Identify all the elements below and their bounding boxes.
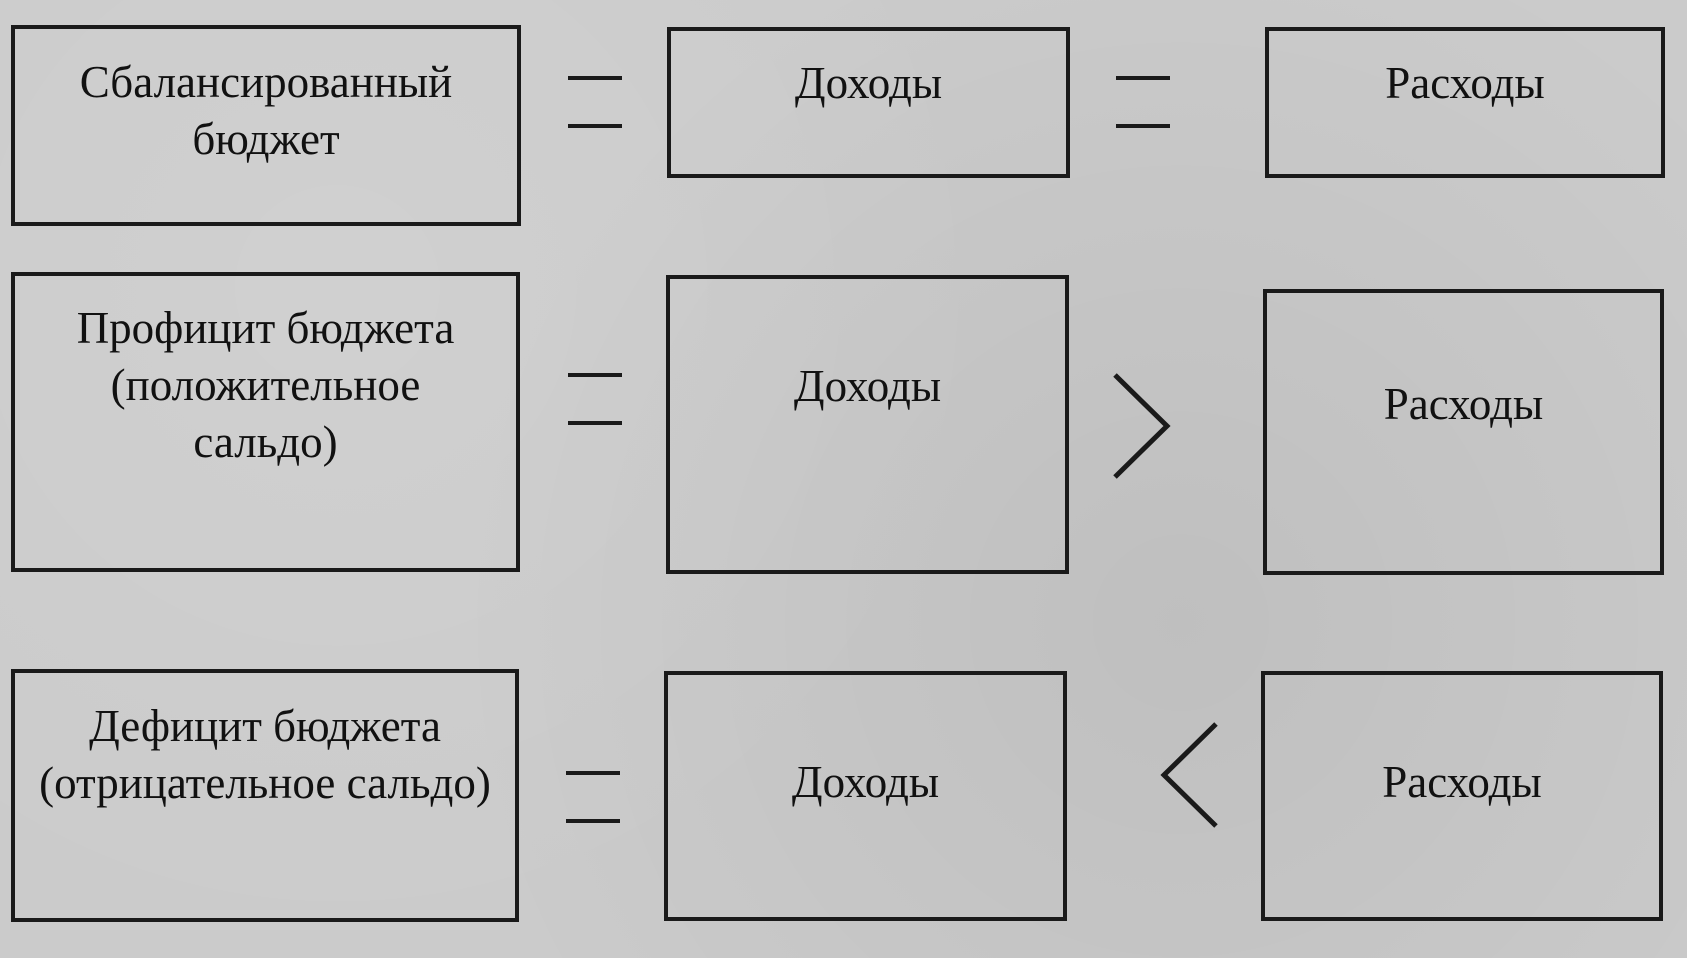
- income-label: Доходы: [793, 361, 942, 411]
- expenses-label: Расходы: [1383, 379, 1544, 429]
- equals-sign: [566, 369, 624, 429]
- budget-surplus-label: Профицит бюджета (положительное сальдо): [76, 303, 455, 467]
- income-box: Доходы: [666, 275, 1069, 574]
- balanced-budget-label: Сбалансированный бюджет: [79, 57, 453, 164]
- income-box: Доходы: [664, 671, 1067, 921]
- expenses-box: Расходы: [1263, 289, 1664, 575]
- equals-sign: [564, 767, 622, 827]
- greater-than-sign: [1111, 371, 1173, 481]
- expenses-label: Расходы: [1385, 58, 1545, 108]
- expenses-box: Расходы: [1265, 27, 1665, 178]
- expenses-box: Расходы: [1261, 671, 1663, 921]
- expenses-label: Расходы: [1382, 757, 1542, 807]
- budget-surplus-box: Профицит бюджета (положительное сальдо): [11, 272, 520, 572]
- less-than-sign: [1160, 720, 1222, 830]
- balanced-budget-box: Сбалансированный бюджет: [11, 25, 521, 226]
- budget-deficit-label: Дефицит бюджета (отрицательное сальдо): [39, 701, 491, 808]
- income-box: Доходы: [667, 27, 1070, 178]
- equals-sign: [1114, 72, 1172, 132]
- equals-sign: [566, 72, 624, 132]
- income-label: Доходы: [791, 757, 940, 807]
- income-label: Доходы: [794, 58, 943, 108]
- budget-deficit-box: Дефицит бюджета (отрицательное сальдо): [11, 669, 519, 922]
